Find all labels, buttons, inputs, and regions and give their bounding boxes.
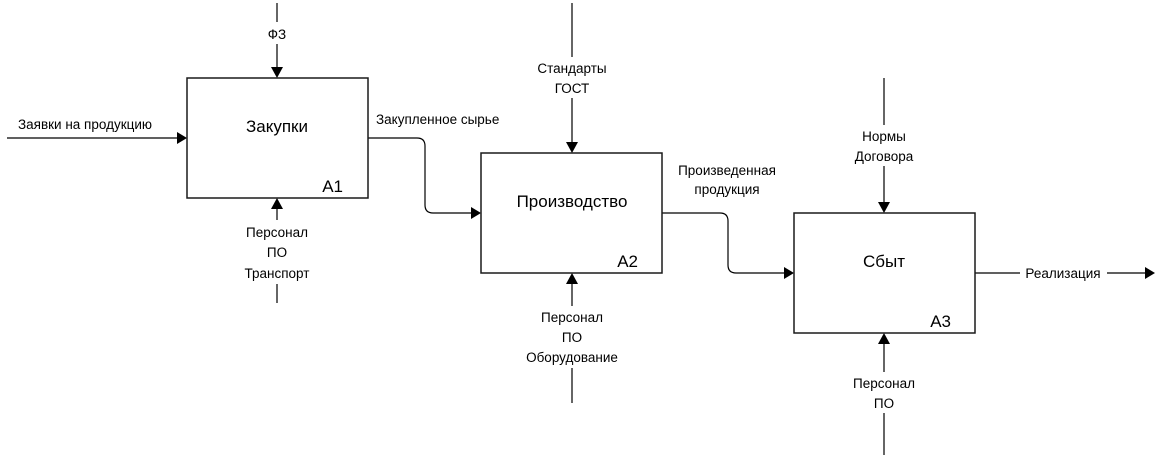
arrow-label-line: ПО (562, 330, 582, 345)
arrow-label: Закупленное сырье (376, 112, 499, 127)
arrowhead-icon (784, 267, 794, 279)
block-code: A1 (322, 177, 343, 196)
arrow-label-line: Транспорт (245, 266, 310, 281)
block-rect (793, 212, 976, 334)
arrow-label: Реализация (1025, 266, 1100, 281)
arrowhead-icon (471, 207, 481, 219)
block-code: A3 (930, 312, 951, 331)
arrowhead-icon (566, 273, 578, 284)
block-code: A2 (617, 252, 638, 271)
arrow-a1-to-a2[interactable]: Закупленное сырье (368, 112, 499, 219)
arrow-label-line: Договора (855, 149, 914, 164)
arrow-a3-mechanism[interactable]: Персонал ПО (853, 333, 915, 455)
arrowhead-icon (271, 67, 283, 78)
arrow-label-line: Произведенная (678, 163, 776, 178)
arrowhead-icon (878, 333, 890, 344)
arrow-label-line: Персонал (853, 376, 915, 391)
arrowhead-icon (271, 198, 283, 209)
arrow-a2-mechanism[interactable]: Персонал ПО Оборудование (526, 273, 618, 403)
arrow-label-line: ПО (267, 245, 287, 260)
arrow-label-line: Нормы (862, 129, 906, 144)
arrow-label: Заявки на продукцию (18, 117, 152, 132)
arrow-label: ФЗ (268, 27, 286, 42)
arrow-a2-to-a3[interactable]: Произведенная продукция (662, 163, 794, 279)
arrow-line (368, 137, 472, 214)
arrow-a1-mechanism[interactable]: Персонал ПО Транспорт (245, 198, 310, 303)
arrow-a3-output[interactable]: Реализация (975, 266, 1155, 281)
block-title: Закупки (246, 117, 308, 136)
arrowhead-icon (878, 202, 890, 213)
block-a2[interactable]: Производство A2 (480, 152, 663, 274)
arrow-a2-control[interactable]: Стандарты ГОСТ (537, 3, 607, 153)
arrow-a1-input[interactable]: Заявки на продукцию (7, 117, 187, 144)
block-rect (480, 152, 663, 274)
arrow-a3-control[interactable]: Нормы Договора (855, 78, 914, 213)
arrow-line (662, 212, 785, 274)
arrow-label-line: ГОСТ (555, 81, 590, 96)
arrowhead-icon (1145, 267, 1155, 279)
arrow-label-line: Персонал (246, 225, 308, 240)
arrowhead-icon (566, 142, 578, 153)
arrow-a1-control[interactable]: ФЗ (268, 3, 286, 78)
arrow-label-line: Стандарты (537, 61, 606, 76)
arrow-label-line: Оборудование (526, 350, 618, 365)
arrow-label-line: ПО (874, 396, 894, 411)
block-a1[interactable]: Закупки A1 (186, 77, 369, 199)
block-a3[interactable]: Сбыт A3 (793, 212, 976, 334)
block-rect (186, 77, 369, 199)
block-title: Производство (517, 192, 628, 211)
arrow-label-line: Персонал (541, 310, 603, 325)
arrowhead-icon (177, 132, 187, 144)
arrow-label-line: продукция (694, 182, 759, 197)
block-title: Сбыт (863, 252, 905, 271)
